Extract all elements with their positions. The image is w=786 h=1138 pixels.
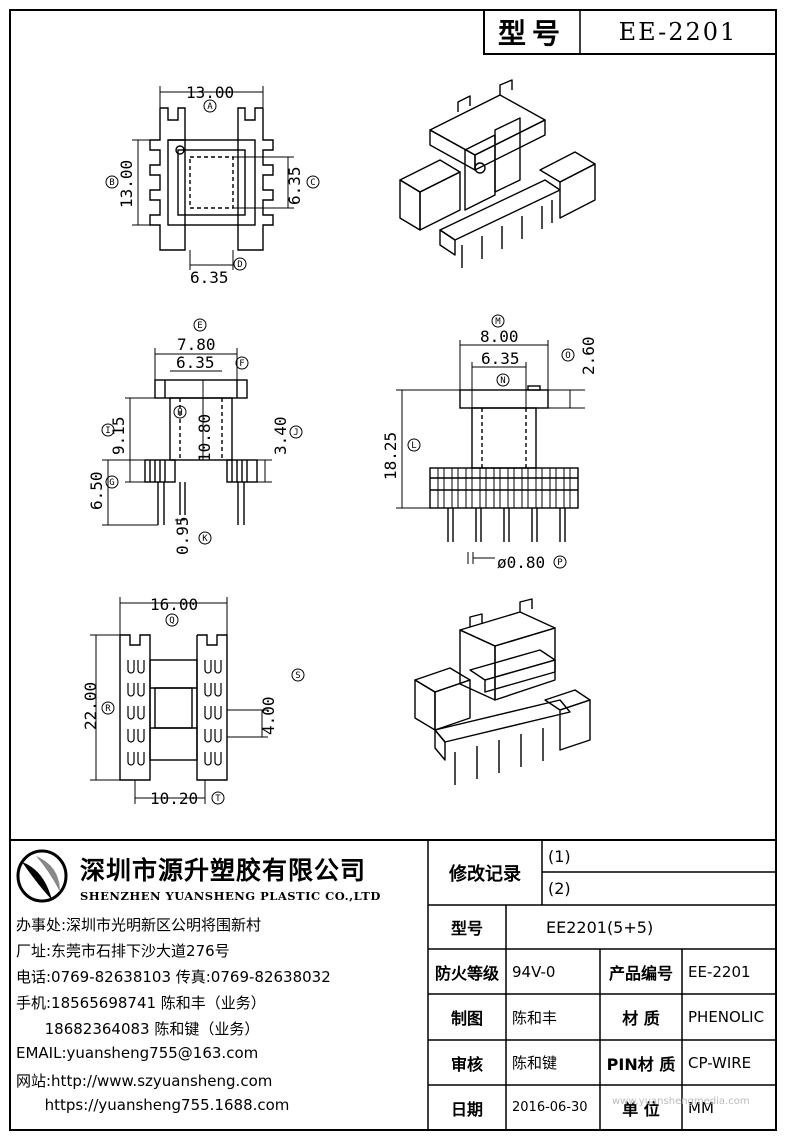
contact-website: 网站:http://www.szyuansheng.com [16,1072,273,1090]
dim-T: 10.20 [150,789,198,808]
dim-M: 8.00 [480,327,519,346]
spec-pin-value: CP-WIRE [688,1053,752,1072]
dim-Q: 16.00 [150,595,198,614]
revision-1: (1) [548,846,571,866]
spec-date-value: 2016-06-30 [512,1100,588,1115]
dim-D: 6.35 [190,268,229,287]
spec-check-label: 审核 [450,1054,483,1074]
spec-code-label: 产品编号 [608,963,673,983]
contact-mobile-2: 18682364083 陈和键（业务） [16,1020,260,1038]
marker-B: B [109,178,114,188]
revision-label: 修改记录 [449,863,521,885]
top-view-dims [105,86,320,271]
marker-O: O [565,351,570,361]
company-logo [16,849,68,903]
marker-K: K [202,534,208,544]
marker-F: F [239,359,244,369]
dim-B: 13.00 [117,160,136,208]
dim-G: 6.50 [87,471,106,510]
front-view [144,379,258,525]
isometric-view-bottom [414,598,591,785]
contact-factory: 厂址:东莞市石排下沙大道276号 [16,942,230,960]
marker-R: R [105,704,111,714]
marker-I: I [105,426,110,436]
dim-I: 3.40 [271,416,290,455]
marker-N: N [500,376,505,386]
spec-draw-value: 陈和丰 [512,1008,558,1027]
front-view-dims [101,318,303,545]
spec-draw-label: 制图 [450,1009,483,1028]
marker-C: C [310,178,315,188]
isometric-view-top [399,79,596,268]
spec-fire-value: 94V-0 [512,962,556,981]
marker-L: L [411,441,416,451]
spec-unit-label: 单 位 [622,1099,660,1119]
marker-G: G [109,478,114,488]
bottom-view [119,634,228,781]
dim-R: 22.00 [81,682,100,730]
dim-E: 7.80 [177,335,216,354]
dim-A: 13.00 [186,83,234,102]
marker-Q: Q [169,616,174,626]
spec-model-label: 型号 [450,919,483,938]
marker-P: P [557,558,563,568]
marker-D: D [237,260,242,270]
dim-N: 6.35 [481,349,520,368]
spec-code-value: EE-2201 [688,962,751,981]
marker-H: H [177,408,182,418]
marker-M: M [495,317,501,327]
company-name-en: SHENZHEN YUANSHENG PLASTIC CO.,LTD [80,889,381,903]
company-name-cn: 深圳市源升塑胶有限公司 [80,856,367,885]
dim-HB: 10.80 [195,414,214,462]
spec-material-label: 材 质 [622,1009,660,1028]
bottom-view-dims [90,597,305,805]
header-model-label: 型号 [497,17,566,50]
marker-T: T [215,794,221,804]
contact-website-2: https://yuansheng755.1688.com [16,1096,290,1114]
marker-S: S [295,671,300,681]
dim-O: 2.60 [579,336,598,375]
marker-J: J [293,428,298,438]
header-model-value: EE-2201 [618,18,738,46]
dim-H: 9.15 [109,416,128,455]
dim-C: 6.35 [285,166,304,205]
marker-A: A [207,102,213,112]
dim-K: 0.95 [173,516,192,555]
dim-L: 18.25 [381,432,400,480]
spec-unit-value: MM [688,1098,714,1117]
top-view [149,107,274,251]
contact-mobile-1: 手机:18565698741 陈和丰（业务） [16,994,266,1012]
spec-fire-label: 防火等级 [434,963,499,983]
side-view-dims [396,314,585,569]
dim-S4: 4.00 [259,696,278,735]
spec-pin-label: PIN材 质 [606,1054,676,1074]
watermark: www.yuanshengmedia.com [612,1095,750,1107]
dim-F: 6.35 [176,353,215,372]
spec-material-value: PHENOLIC [688,1008,765,1026]
dim-P: ø0.80 [497,553,545,572]
contact-phone: 电话:0769-82638103 传真:0769-82638032 [16,968,331,986]
spec-check-value: 陈和键 [512,1054,558,1072]
revision-2: (2) [548,879,571,898]
spec-model-value: EE2201(5+5) [546,917,654,937]
marker-E: E [197,321,202,331]
side-view [429,385,579,542]
spec-date-label: 日期 [450,1099,483,1119]
contact-email: EMAIL:yuansheng755@163.com [16,1044,259,1062]
contact-office: 办事处:深圳市光明新区公明将围新村 [16,916,262,934]
